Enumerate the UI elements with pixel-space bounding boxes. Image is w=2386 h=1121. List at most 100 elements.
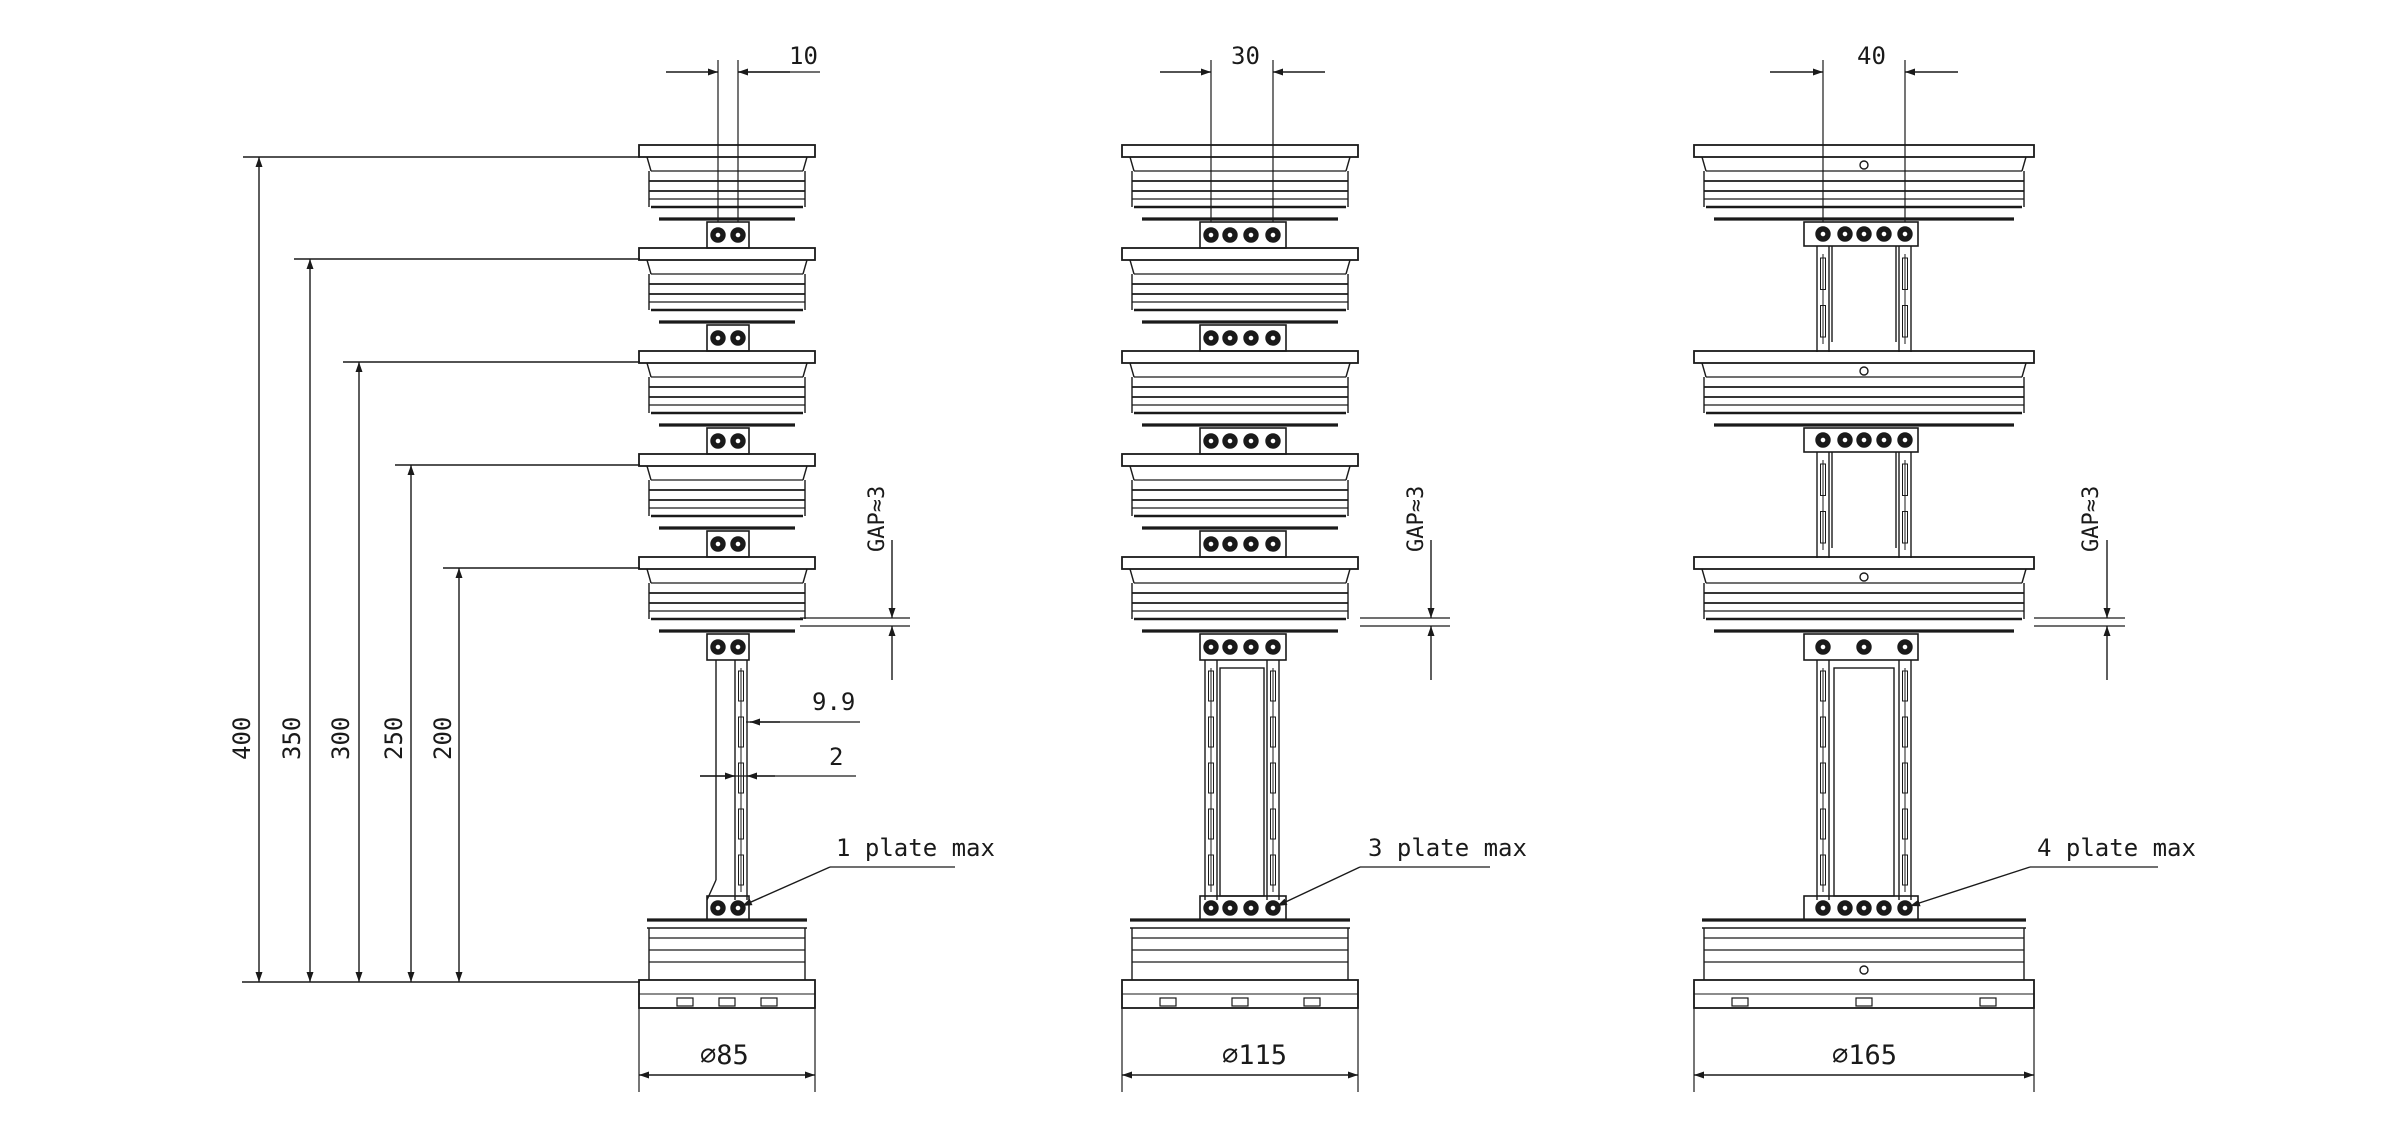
stage-top-rim bbox=[638, 350, 816, 364]
bracket-length-label: 9.9 bbox=[812, 688, 855, 716]
height-dimension-group bbox=[242, 156, 640, 983]
top-spacing-col2: 30 bbox=[1231, 42, 1260, 70]
screw-head bbox=[1207, 540, 1215, 548]
screw-head bbox=[1880, 230, 1888, 238]
rod-slot bbox=[1270, 670, 1276, 702]
diameter-label-col3: ∅165 bbox=[1832, 1040, 1897, 1071]
screw-head bbox=[1880, 904, 1888, 912]
screw-head bbox=[734, 643, 742, 651]
screw-head bbox=[1901, 904, 1909, 912]
stage-edge bbox=[1129, 156, 1135, 172]
connector-block bbox=[1803, 427, 1919, 453]
screw-head bbox=[734, 334, 742, 342]
screw-head bbox=[1226, 437, 1234, 445]
center-mark bbox=[1859, 160, 1869, 170]
screw-head bbox=[1226, 231, 1234, 239]
screw-head bbox=[1247, 904, 1255, 912]
base-slot bbox=[1303, 997, 1321, 1007]
stage-edge bbox=[646, 259, 652, 275]
connector-block bbox=[1199, 530, 1287, 558]
screw-head bbox=[1841, 436, 1849, 444]
base-slot bbox=[1159, 997, 1177, 1007]
stage-edge bbox=[646, 362, 652, 378]
stage-edge bbox=[646, 156, 652, 172]
bracket-frame bbox=[1219, 667, 1265, 897]
stage-edge bbox=[1345, 362, 1351, 378]
rod-slot bbox=[1902, 762, 1908, 794]
column-diameter-85 bbox=[638, 60, 955, 1092]
connector-block bbox=[1199, 633, 1287, 661]
top-spacing-labels: 10 30 40 bbox=[789, 42, 1886, 70]
rod-slot bbox=[1208, 808, 1214, 840]
gap-label-col2: GAP≈3 bbox=[1404, 486, 1429, 552]
base-slot bbox=[1731, 997, 1749, 1007]
rod-slot bbox=[1270, 854, 1276, 886]
screw-head bbox=[1207, 437, 1215, 445]
screw-head bbox=[1207, 904, 1215, 912]
stage-edge bbox=[1345, 465, 1351, 481]
stage-top-rim bbox=[638, 247, 816, 261]
bracket-edge bbox=[706, 879, 717, 901]
connector-block bbox=[1199, 427, 1287, 455]
screw-head bbox=[1819, 904, 1827, 912]
stage-top-rim bbox=[1121, 350, 1359, 364]
rod-slot bbox=[1902, 854, 1908, 886]
screw-head bbox=[1841, 904, 1849, 912]
base-slot bbox=[760, 997, 778, 1007]
screw-head bbox=[1819, 436, 1827, 444]
screw-head bbox=[1207, 643, 1215, 651]
screw-head bbox=[1819, 230, 1827, 238]
screw-head bbox=[714, 643, 722, 651]
screw-head bbox=[1269, 540, 1277, 548]
stage-edge bbox=[1701, 568, 1707, 584]
screw-head bbox=[1860, 904, 1868, 912]
stage-top-rim bbox=[1121, 144, 1359, 158]
plate-note-col1: 1 plate max bbox=[836, 834, 995, 862]
screw-head bbox=[734, 231, 742, 239]
stage-edge bbox=[646, 465, 652, 481]
screw-head bbox=[714, 334, 722, 342]
connector-block bbox=[706, 530, 750, 558]
leader-arrow bbox=[1276, 866, 1361, 907]
screw-head bbox=[1269, 231, 1277, 239]
screw-head bbox=[1226, 334, 1234, 342]
stage-edge bbox=[646, 568, 652, 584]
column-diameter-115 bbox=[1121, 60, 1490, 1092]
screw-head bbox=[734, 540, 742, 548]
screw-head bbox=[1269, 643, 1277, 651]
screw-head bbox=[1880, 436, 1888, 444]
rod-slot bbox=[1270, 762, 1276, 794]
center-mark bbox=[1859, 965, 1869, 975]
screw-head bbox=[1269, 334, 1277, 342]
stage-edge bbox=[802, 568, 808, 584]
connector-block bbox=[1803, 221, 1919, 247]
screw-head bbox=[1247, 540, 1255, 548]
top-spacing-col1: 10 bbox=[789, 42, 818, 70]
screw-head bbox=[1247, 437, 1255, 445]
rod-slot bbox=[1820, 808, 1826, 840]
stage-edge bbox=[2021, 568, 2027, 584]
screw-head bbox=[1247, 643, 1255, 651]
screw-head bbox=[1860, 436, 1868, 444]
rod-slot bbox=[1208, 854, 1214, 886]
screw-head bbox=[1226, 643, 1234, 651]
stage-edge bbox=[1129, 362, 1135, 378]
rod-slot bbox=[1902, 670, 1908, 702]
plate-notes: 1 plate max 3 plate max 4 plate max bbox=[836, 834, 2196, 862]
screw-head bbox=[714, 904, 722, 912]
stage-top-rim bbox=[638, 556, 816, 570]
height-label-250: 250 bbox=[380, 717, 408, 760]
rod-slot bbox=[738, 854, 744, 886]
gap-annotations: GAP≈3 GAP≈3 GAP≈3 bbox=[865, 486, 2104, 552]
screw-head bbox=[1226, 540, 1234, 548]
rod-slot bbox=[1902, 808, 1908, 840]
rod-slot bbox=[738, 670, 744, 702]
bracket-frame bbox=[1833, 667, 1895, 897]
stage-top-rim bbox=[638, 453, 816, 467]
center-mark bbox=[1859, 366, 1869, 376]
stage-top-rim bbox=[638, 144, 816, 158]
rod-slot bbox=[1820, 305, 1826, 338]
screw-head bbox=[1860, 230, 1868, 238]
base-slot bbox=[1231, 997, 1249, 1007]
